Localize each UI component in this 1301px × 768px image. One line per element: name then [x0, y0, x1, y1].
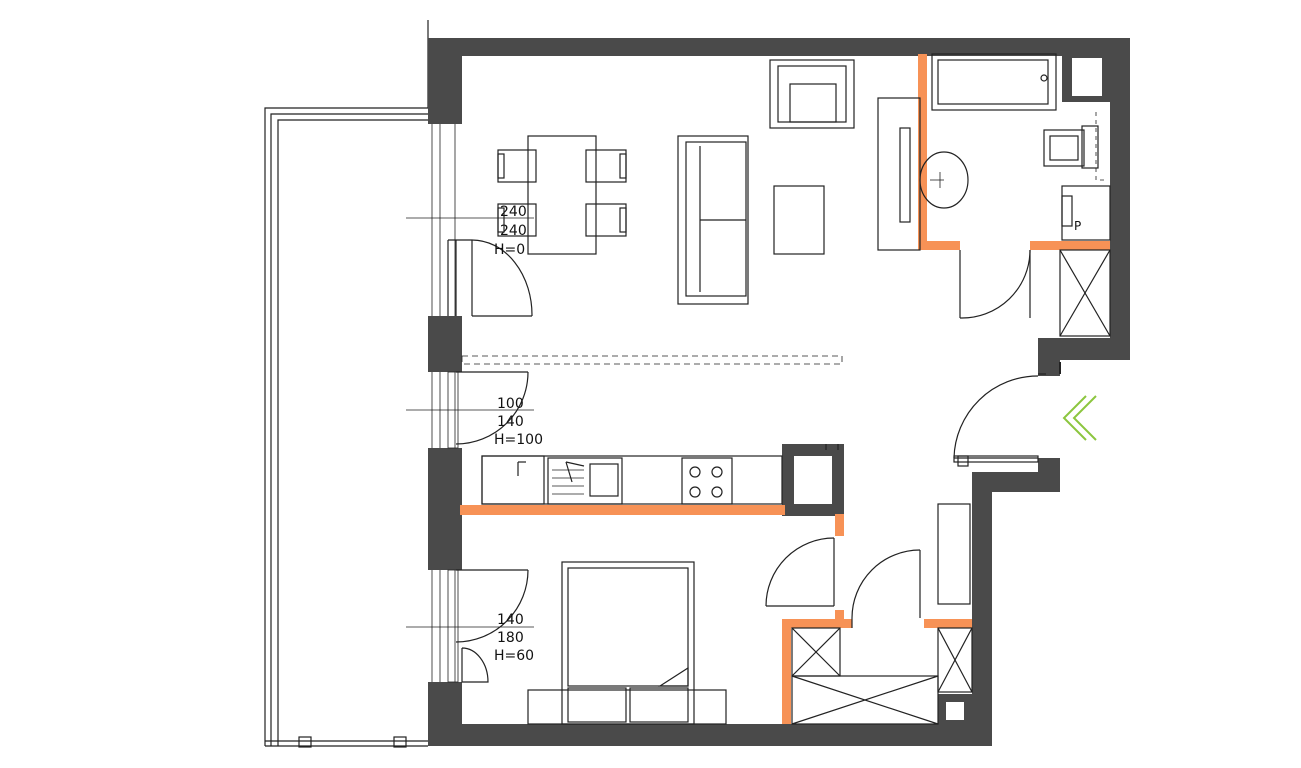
opening-label-kitchen-window: 100 140 H=100	[494, 396, 543, 448]
bedroom-doors	[765, 537, 921, 628]
balcony	[264, 20, 429, 748]
opening-sill: H=100	[494, 432, 543, 448]
bed	[527, 561, 727, 725]
washer-marker: P	[1074, 219, 1081, 233]
armchair	[769, 59, 855, 129]
opening-label-balcony-door: 240 240 H=0	[494, 204, 527, 258]
sofa	[677, 135, 749, 305]
exterior-walls	[428, 38, 1130, 746]
dining-table	[497, 135, 627, 255]
coffee-table	[773, 185, 825, 255]
opening-height: 180	[497, 630, 524, 646]
opening-height: 240	[500, 223, 527, 239]
opening-sill: H=0	[494, 242, 525, 258]
entrance-chevron-icon	[1062, 395, 1097, 441]
hallway-wardrobe	[937, 503, 971, 605]
partition-walls	[460, 54, 1110, 724]
opening-height: 140	[497, 414, 524, 430]
facade-openings	[431, 124, 533, 683]
opening-label-bedroom-window: 140 180 H=60	[494, 612, 534, 664]
dimension-leaders	[406, 217, 534, 628]
bathroom: P	[877, 53, 1111, 337]
opening-width: 140	[497, 612, 524, 628]
storage	[791, 627, 973, 725]
kitchen-counter	[481, 444, 839, 505]
opening-width: 100	[497, 396, 524, 412]
opening-sill: H=60	[494, 648, 534, 664]
opening-width: 240	[500, 204, 527, 220]
entrance-door	[953, 362, 1061, 467]
dashed-partition	[461, 355, 843, 365]
